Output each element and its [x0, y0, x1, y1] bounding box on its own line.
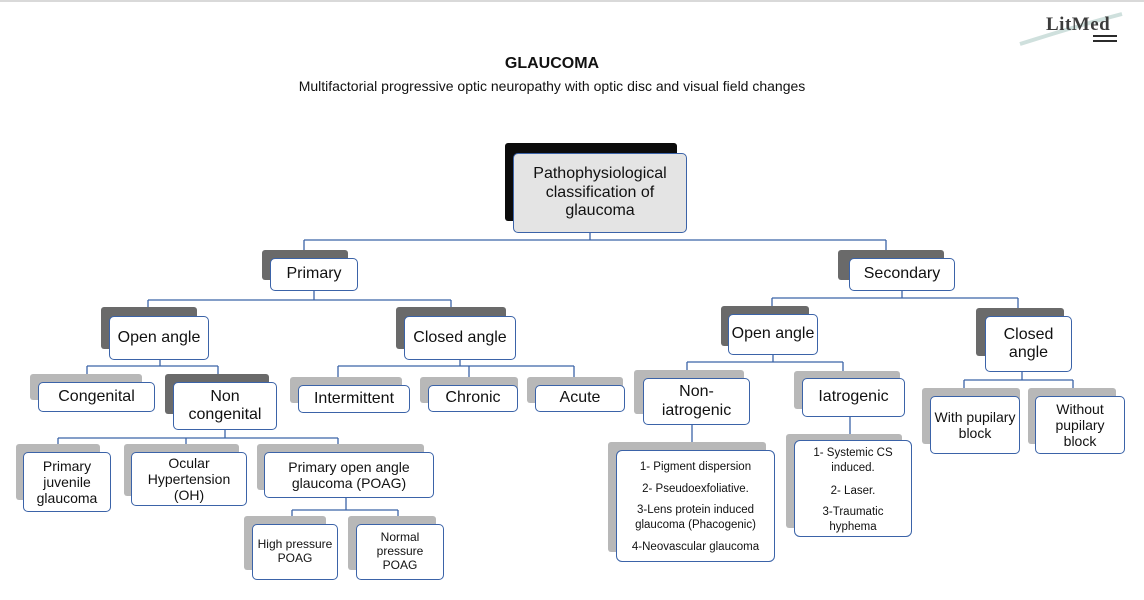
primary-open-angle-node: Open angle [109, 316, 209, 360]
list-item: glaucoma (Phacogenic) [635, 519, 756, 531]
with-pupilary-block-node: With pupilary block [930, 396, 1020, 454]
list-item: hyphema [829, 521, 877, 533]
logo-underline [1093, 35, 1117, 37]
without-pupilary-block-label: Without pupilary block [1055, 400, 1105, 450]
congenital-node: Congenital [38, 382, 155, 412]
non-congenital-label: Non congenital [188, 387, 262, 423]
acute-node: Acute [535, 385, 625, 412]
without-pupilary-block-node: Without pupilary block [1035, 396, 1125, 454]
iatrogenic-node: Iatrogenic [802, 378, 905, 417]
secondary-closed-angle-node: Closed angle [985, 316, 1072, 372]
congenital-label: Congenital [58, 387, 135, 405]
logo-underline [1093, 40, 1117, 42]
list-item: 2- Pseudoexfoliative. [642, 483, 749, 495]
high-pressure-node: High pressure POAG [252, 524, 338, 580]
secondary-closed-angle-label: Closed angle [1003, 325, 1054, 361]
ocular-hypertension-node: Ocular Hypertension (OH) [131, 452, 247, 506]
secondary-open-angle-label: Open angle [731, 325, 815, 343]
primary-juvenile-node: Primary juvenile glaucoma [23, 452, 111, 512]
non-iatrogenic-label: Non-iatrogenic [661, 383, 732, 419]
page-title: GLAUCOMA [504, 55, 600, 72]
primary-closed-angle-label: Closed angle [413, 328, 507, 346]
non-iatrogenic-node: Non-iatrogenic [643, 378, 750, 425]
secondary-node: Secondary [849, 258, 955, 291]
list-item: 1- Systemic CS [813, 447, 893, 459]
non-congenital-node: Non congenital [173, 382, 277, 430]
poag-label: Primary open angle glaucoma (POAG) [288, 458, 410, 491]
primary-node: Primary [270, 258, 358, 291]
chronic-node: Chronic [428, 385, 518, 412]
intermittent-label: Intermittent [313, 389, 395, 407]
chronic-label: Chronic [445, 389, 501, 407]
primary-label: Primary [286, 265, 342, 283]
ocular-hypertension-label: Ocular Hypertension (OH) [147, 454, 231, 504]
primary-open-angle-label: Open angle [117, 328, 201, 346]
primary-closed-angle-node: Closed angle [404, 316, 516, 360]
intermittent-node: Intermittent [298, 385, 410, 413]
list-item: 3-Lens protein induced [637, 504, 754, 516]
root-node: Pathophysiological classification of gla… [513, 153, 687, 233]
top-border [0, 0, 1144, 2]
page-subtitle: Multifactorial progressive optic neuropa… [298, 78, 806, 94]
acute-label: Acute [559, 389, 601, 407]
logo-text: LitMed [1046, 14, 1111, 35]
secondary-open-angle-node: Open angle [728, 314, 818, 355]
with-pupilary-block-label: With pupilary block [934, 408, 1016, 441]
normal-pressure-node: Normal pressure POAG [356, 524, 444, 580]
normal-pressure-label: Normal pressure POAG [376, 530, 424, 572]
logo-swoosh-icon [1019, 12, 1123, 46]
non-iatrogenic-list: 1- Pigment dispersion 2- Pseudoexfoliati… [616, 450, 775, 562]
poag-node: Primary open angle glaucoma (POAG) [264, 452, 434, 498]
iatrogenic-label: Iatrogenic [818, 388, 889, 406]
root-label: Pathophysiological classification of gla… [533, 165, 667, 220]
iatrogenic-list: 1- Systemic CS induced. 2- Laser. 3-Trau… [794, 440, 912, 537]
list-item: 4-Neovascular glaucoma [631, 541, 760, 553]
list-item: induced. [831, 462, 875, 474]
high-pressure-label: High pressure POAG [257, 537, 333, 565]
list-item: 1- Pigment dispersion [639, 461, 752, 473]
list-item: 2- Laser. [830, 485, 876, 497]
list-item: 3-Traumatic [822, 506, 884, 518]
secondary-label: Secondary [863, 265, 941, 283]
primary-juvenile-label: Primary juvenile glaucoma [36, 457, 98, 507]
